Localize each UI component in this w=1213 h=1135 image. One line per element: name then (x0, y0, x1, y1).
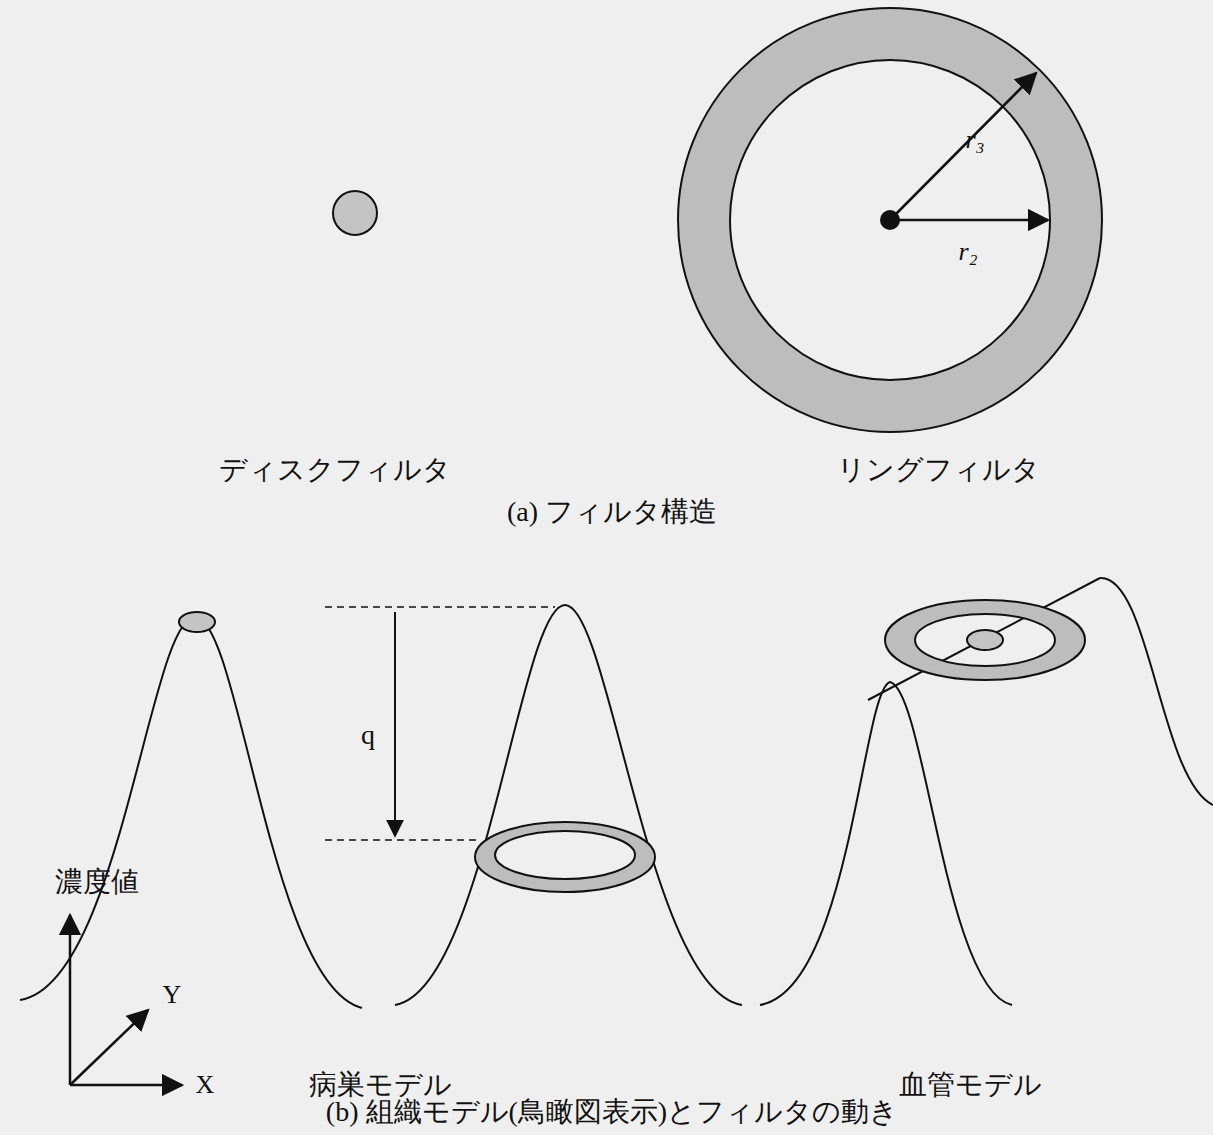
lesion-curve (20, 617, 362, 1008)
radius-arrow (890, 219, 1048, 222)
dimension-label: r₂ (958, 238, 977, 267)
caption-label: ディスクフィルタ (219, 455, 451, 486)
vessel-curve (760, 682, 1012, 1005)
ring-filter (475, 822, 655, 892)
radius-arrow (890, 73, 1036, 220)
disk-filter (967, 630, 1003, 650)
model-label: 血管モデル (899, 1070, 1042, 1101)
vessel-curve (1100, 578, 1213, 805)
dimension-label: q (361, 720, 375, 751)
figure-caption: (a) フィルタ構造 (507, 497, 717, 528)
level-line (325, 606, 555, 608)
dimension-label: r₃ (965, 126, 984, 155)
axis-arrow (69, 915, 72, 1085)
lesion-curve (395, 605, 742, 1005)
axis-arrow (70, 1084, 182, 1087)
ring-filter (885, 600, 1085, 680)
axis-arrow (70, 1010, 148, 1085)
axis-label: Y (163, 981, 182, 1010)
level-line (325, 839, 480, 841)
axis-label: X (196, 1071, 215, 1100)
disk-filter (179, 612, 215, 632)
figure-caption: (b) 組織モデル(鳥瞰図表示)とフィルタの動き (326, 1097, 898, 1128)
vessel-ridge (868, 578, 1100, 700)
axis-label: 濃度値 (55, 867, 139, 898)
disk-filter (333, 191, 377, 235)
depth-arrow (394, 612, 396, 836)
caption-label: リングフィルタ (837, 455, 1040, 486)
ring-filter (678, 8, 1102, 432)
